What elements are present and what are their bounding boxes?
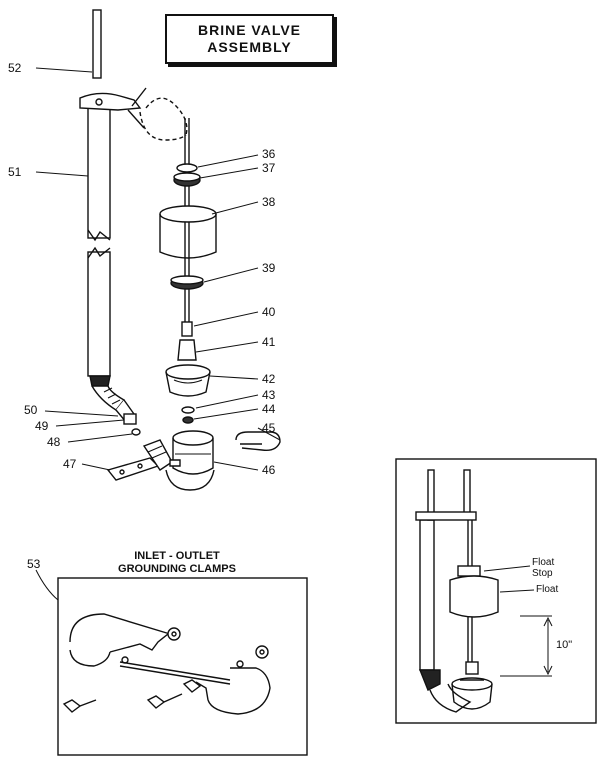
part-49-nut bbox=[123, 413, 137, 425]
part-39-seal bbox=[170, 275, 204, 290]
callout-37: 37 bbox=[262, 161, 276, 175]
float-stop-label-line-2: Stop bbox=[532, 568, 553, 579]
callout-51: 51 bbox=[8, 165, 22, 179]
part-43-ring bbox=[181, 406, 195, 414]
part-41-cap bbox=[177, 339, 197, 361]
callout-47: 47 bbox=[63, 457, 77, 471]
part-44-oring bbox=[182, 416, 194, 424]
callout-38: 38 bbox=[262, 195, 276, 209]
callout-48: 48 bbox=[47, 435, 61, 449]
part-48-ring bbox=[131, 428, 141, 436]
callout-36: 36 bbox=[262, 147, 276, 161]
part-42-body bbox=[165, 364, 211, 397]
float-stop-label: Float Stop bbox=[532, 557, 554, 579]
leader-lines bbox=[35, 67, 281, 601]
part-36-washer bbox=[176, 163, 198, 173]
part-47-clip bbox=[106, 457, 160, 481]
clamps-title: INLET - OUTLET GROUNDING CLAMPS bbox=[72, 550, 282, 576]
callout-44: 44 bbox=[262, 402, 276, 416]
part-52-rod bbox=[92, 9, 102, 79]
callout-50: 50 bbox=[24, 403, 38, 417]
part-38-float bbox=[159, 205, 217, 259]
callout-52: 52 bbox=[8, 61, 22, 75]
part-37-grommet bbox=[173, 172, 201, 187]
callout-46: 46 bbox=[262, 463, 276, 477]
title-line-2: ASSEMBLY bbox=[207, 39, 292, 55]
part-45-clip bbox=[235, 431, 281, 452]
title-line-1: BRINE VALVE bbox=[197, 22, 302, 38]
part-51-tube bbox=[79, 87, 188, 377]
valve-stem bbox=[184, 118, 190, 330]
clamps-box bbox=[57, 577, 308, 756]
clamps-title-line-1: INLET - OUTLET bbox=[134, 550, 220, 562]
float-inset-box bbox=[395, 458, 597, 724]
clamps-title-line-2: GROUNDING CLAMPS bbox=[118, 563, 236, 575]
callout-42: 42 bbox=[262, 372, 276, 386]
callout-45: 45 bbox=[262, 421, 276, 435]
float-stop-label-line-1: Float bbox=[532, 557, 555, 568]
callout-41: 41 bbox=[262, 335, 276, 349]
callout-43: 43 bbox=[262, 388, 276, 402]
callout-40: 40 bbox=[262, 305, 276, 319]
title-box: BRINE VALVE ASSEMBLY bbox=[165, 14, 334, 64]
part-46-housing bbox=[142, 430, 215, 491]
callout-49: 49 bbox=[35, 419, 49, 433]
float-label: Float bbox=[536, 584, 559, 595]
callout-39: 39 bbox=[262, 261, 276, 275]
dimension-label: 10" bbox=[556, 639, 573, 651]
part-40-pin bbox=[181, 321, 193, 337]
callout-53: 53 bbox=[27, 557, 41, 571]
